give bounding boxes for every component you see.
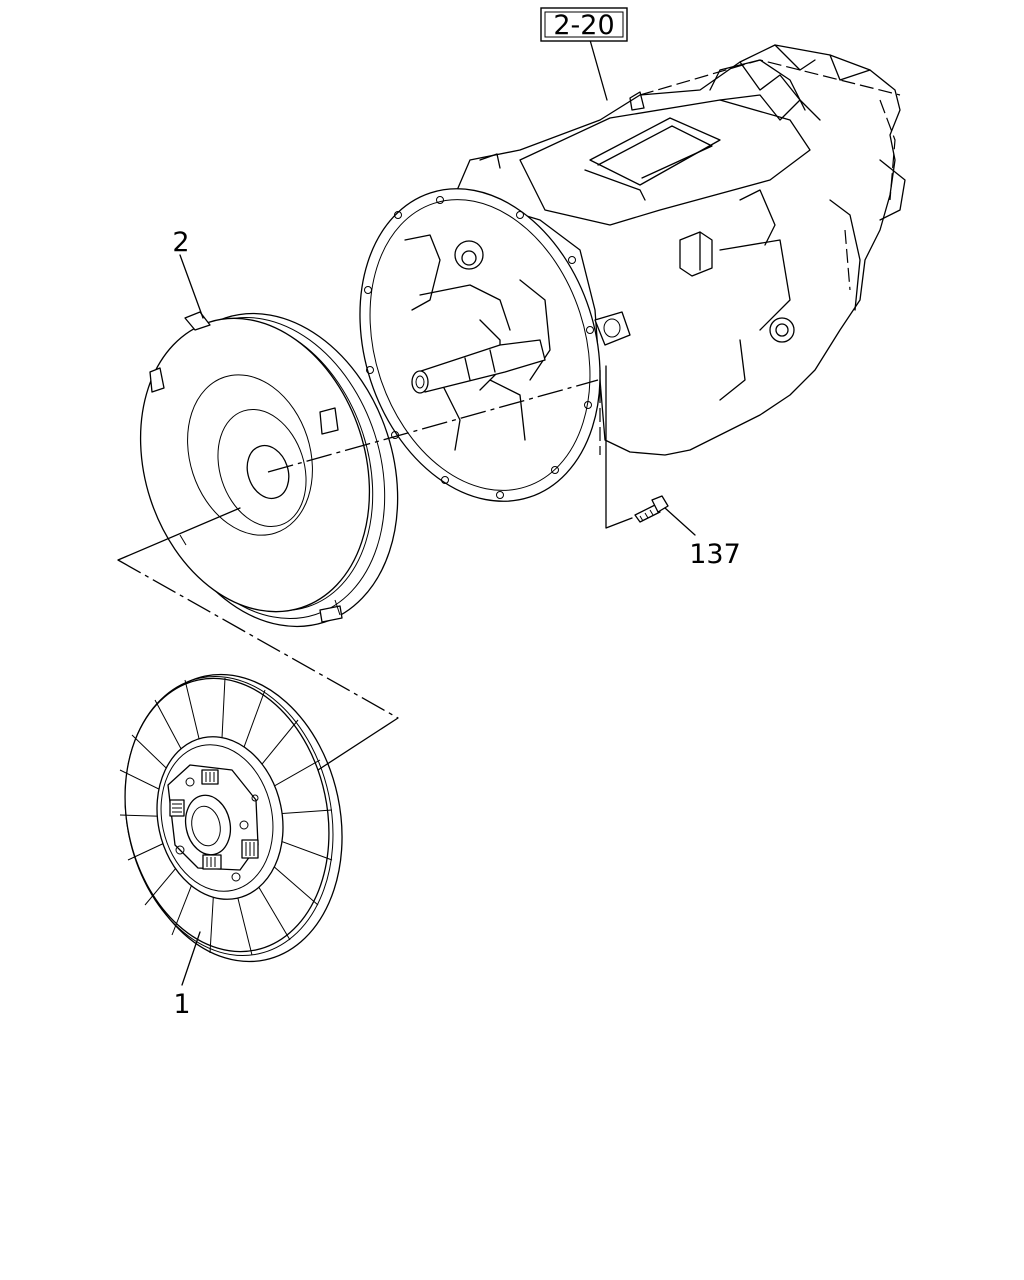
top-cover — [519, 99, 811, 226]
part-1-label[interactable]: 1 — [173, 989, 190, 1020]
transmission-assembly — [359, 44, 906, 502]
leader-137 — [664, 507, 696, 536]
part-2-label[interactable]: 2 — [172, 227, 189, 258]
ref-box-label: 2-20 — [553, 10, 614, 41]
flange-bolt-holes — [364, 196, 594, 499]
part-137-label[interactable]: 137 — [689, 539, 741, 570]
leader-lines — [179, 39, 696, 986]
bell-housing-flange — [359, 188, 601, 502]
clutch-disc — [119, 673, 343, 963]
leader-2-20 — [589, 39, 608, 101]
ref-callout-2-20[interactable]: 2-20 — [540, 7, 628, 42]
leader-2 — [179, 254, 204, 319]
bolt-137 — [634, 495, 669, 523]
input-shaft — [417, 339, 546, 393]
leader-1 — [181, 931, 201, 986]
alignment-lines — [117, 365, 633, 771]
